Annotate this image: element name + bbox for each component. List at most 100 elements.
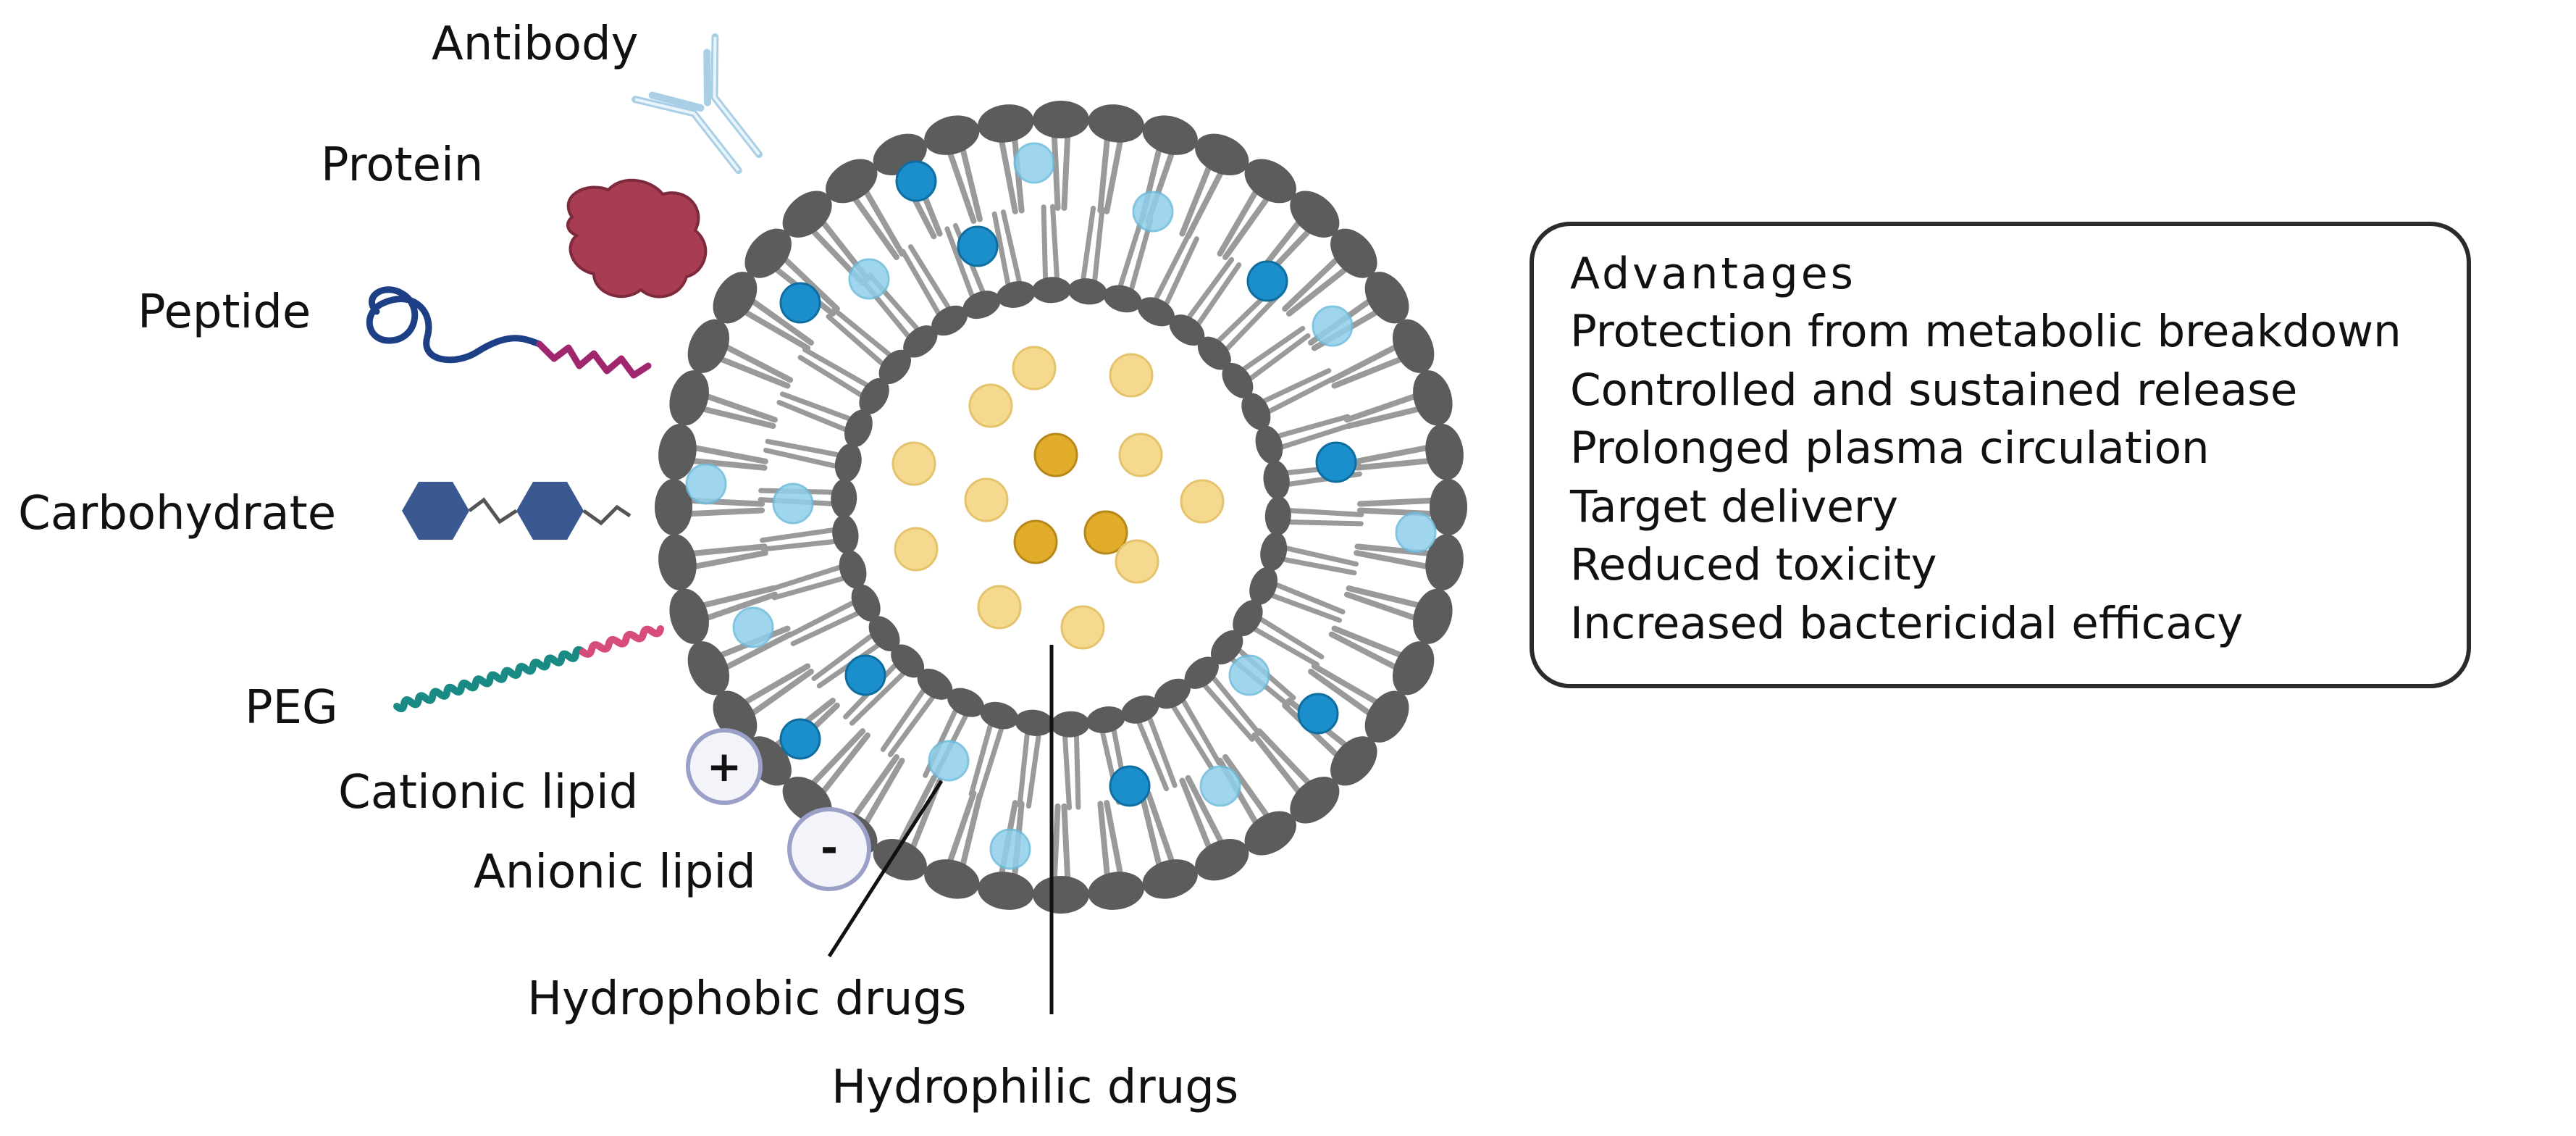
lipid-head [978, 104, 1034, 143]
lipid-head [873, 838, 927, 881]
lipid-head [1210, 630, 1243, 665]
hydrophilic-drug [968, 383, 1013, 428]
lipid-head [713, 272, 758, 324]
lipid-head [658, 534, 697, 590]
lipid-head [917, 668, 953, 700]
advantages-title: Advantages [1570, 248, 1856, 299]
hydrophobic-drug [1228, 654, 1270, 696]
lipid-head [655, 479, 692, 535]
hydrophobic-drug [1109, 765, 1151, 807]
anionic-lipid: - [787, 807, 871, 891]
lipid-head [687, 641, 730, 696]
lipid-head [1088, 872, 1144, 910]
lipid-head [1244, 159, 1296, 204]
protein-icon [566, 178, 708, 298]
hydrophilic-drug [1060, 605, 1105, 650]
carbohydrate-icon [402, 482, 632, 540]
lipid-head [1330, 228, 1377, 278]
lipid-head [669, 588, 709, 644]
minus-icon: - [821, 823, 838, 872]
lipid-head [1392, 319, 1435, 373]
hydrophobic-drug [685, 463, 727, 505]
hydrophilic-drug [1118, 433, 1163, 477]
hydrophobic-drug [1132, 191, 1174, 233]
lipid-head [1121, 695, 1159, 724]
hydrophilic-drug [1083, 510, 1128, 555]
lipid-head [1263, 460, 1290, 500]
lipid-head [1195, 133, 1249, 176]
lipid-head [1264, 496, 1291, 535]
advantage-item: Target delivery [1570, 480, 1899, 532]
lipid-head [851, 584, 881, 622]
antibody-icon [632, 33, 763, 175]
lipid-head [868, 616, 900, 651]
lipid-head [1425, 534, 1464, 590]
lipid-head [669, 370, 709, 426]
lipid-head [1184, 656, 1219, 689]
advantage-item: Prolonged plasma circulation [1570, 422, 2210, 474]
lipid-head [831, 479, 857, 518]
lipid-head [1015, 709, 1054, 736]
anionic-lipid-label: Anionic lipid [474, 845, 756, 899]
advantages-box: Advantages Protection from metabolic bre… [1530, 222, 2471, 688]
lipid-head [1392, 641, 1435, 696]
liposome [655, 101, 1467, 914]
hydrophobic-drugs-pointer [827, 780, 944, 958]
hydrophilic-drugs-label: Hydrophilic drugs [831, 1061, 1238, 1114]
lipid-head [1249, 567, 1278, 605]
lipid-head [978, 872, 1034, 910]
lipid-head [1169, 314, 1205, 346]
lipid-head [687, 319, 730, 373]
lipid-head [891, 644, 925, 678]
hydrophilic-drug [894, 527, 939, 572]
peg-icon [393, 625, 664, 713]
hydrophobic-drug [732, 606, 774, 648]
hydrophobic-drug [844, 654, 886, 696]
lipid-head [782, 191, 832, 238]
lipid-head [826, 159, 878, 204]
lipid-head [1425, 424, 1464, 480]
lipid-head [947, 688, 985, 717]
lipid-head [1088, 104, 1144, 143]
lipid-head [980, 701, 1019, 730]
hydrophobic-drug [1013, 142, 1055, 184]
hydrophobic-drug [1199, 765, 1241, 807]
hydrophobic-drug [848, 258, 890, 300]
hydrophobic-drug [779, 718, 821, 760]
peptide-icon [366, 286, 652, 379]
hydrophobic-drugs-label: Hydrophobic drugs [527, 972, 966, 1026]
hydrophilic-drug [977, 585, 1022, 630]
hydrophobic-drug-particles [685, 142, 1437, 870]
hydrophobic-drug [772, 483, 814, 525]
lipid-head [931, 305, 968, 336]
lipid-head [1241, 393, 1271, 430]
lipid-head [1430, 479, 1467, 535]
lipid-head [832, 514, 859, 554]
lipid-head [1032, 277, 1072, 304]
peg-label: PEG [245, 681, 338, 735]
lipid-head [1413, 370, 1453, 426]
lipid-head [1244, 811, 1296, 856]
hydrophobic-drug [895, 160, 937, 202]
hydrophobic-drug [1315, 441, 1357, 483]
lipid-head [1290, 777, 1340, 824]
hydrophobic-drug [779, 282, 821, 324]
lipid-head [859, 377, 889, 414]
hydrophilic-drug [1012, 346, 1057, 390]
lipid-head [924, 859, 980, 899]
hydrophilic-drug [1033, 433, 1078, 477]
lipid-head [878, 349, 912, 385]
hydrophobic-drug [1312, 305, 1354, 347]
lipid-head [1330, 736, 1377, 786]
advantage-item: Controlled and sustained release [1570, 364, 2298, 416]
lipid-head [1195, 838, 1249, 881]
peptide-label: Peptide [138, 285, 311, 339]
lipid-head [1154, 678, 1191, 709]
antibody-label: Antibody [432, 17, 639, 71]
lipid-head [1033, 876, 1089, 914]
lipid-head [834, 443, 862, 483]
protein-label: Protein [321, 138, 483, 192]
lipid-head [1033, 101, 1089, 138]
hydrophilic-drug [891, 441, 936, 486]
